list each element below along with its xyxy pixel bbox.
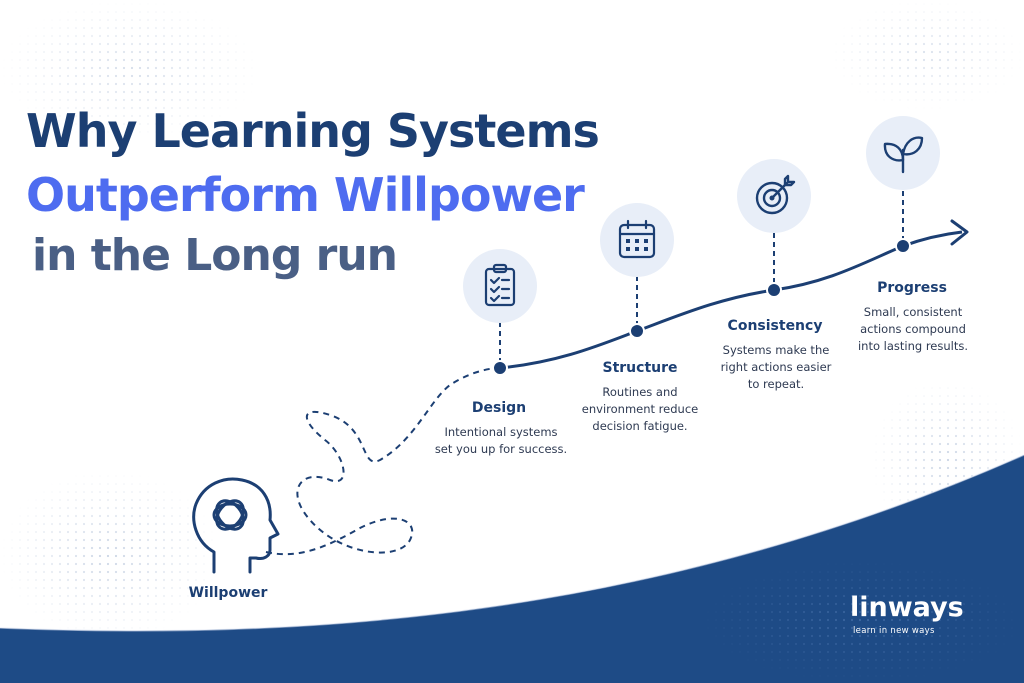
step-design-title: Design <box>471 400 527 416</box>
step-design-desc: Intentional systems set you up for succe… <box>435 424 567 458</box>
step-progress-desc-line1: Small, consistent <box>863 305 963 319</box>
sprout-icon <box>883 136 924 174</box>
consistency-icon-badge <box>737 159 811 233</box>
step-consistency-desc: Systems make the right actions easier to… <box>721 342 832 393</box>
step-structure-desc: Routines and environment reduce decision… <box>582 384 698 435</box>
title-line-1: Why Learning Systems <box>26 104 600 158</box>
brand-logo: linways <box>850 592 964 623</box>
step-structure-title: Structure <box>602 360 678 376</box>
step-progress-desc-line2: actions compound <box>860 322 966 336</box>
willpower-label: Willpower <box>188 585 268 601</box>
step-consistency-desc-line3: to repeat. <box>747 377 805 391</box>
calendar-icon <box>618 219 656 259</box>
node-progress <box>895 238 911 254</box>
step-design-desc-line2: set you up for success. <box>434 442 568 456</box>
clipboard-checklist-icon <box>484 263 516 307</box>
step-consistency-title: Consistency <box>727 318 823 334</box>
structure-icon-badge <box>600 203 674 277</box>
design-icon-badge <box>463 249 537 323</box>
target-arrow-icon <box>755 174 796 215</box>
step-progress-desc: Small, consistent actions compound into … <box>858 304 968 355</box>
step-consistency-desc-line2: right actions easier <box>720 360 832 374</box>
node-structure <box>629 323 645 339</box>
brand-tagline: learn in new ways <box>853 626 935 636</box>
node-consistency <box>766 282 782 298</box>
step-structure-desc-line1: Routines and <box>602 385 678 399</box>
node-design <box>492 360 508 376</box>
step-design-desc-line1: Intentional systems <box>444 425 558 439</box>
step-progress-desc-line3: into lasting results. <box>857 339 969 353</box>
step-structure-desc-line3: decision fatigue. <box>592 419 688 433</box>
title-line-3: in the Long run <box>32 230 398 281</box>
step-structure-desc-line2: environment reduce <box>581 402 699 416</box>
step-consistency-desc-line1: Systems make the <box>722 343 830 357</box>
tangled-path <box>265 367 501 556</box>
trend-arrowhead <box>950 219 969 246</box>
brain-head-icon <box>192 477 280 574</box>
title-line-2: Outperform Willpower <box>26 168 585 222</box>
progress-icon-badge <box>866 116 940 190</box>
step-progress-title: Progress <box>877 280 947 296</box>
